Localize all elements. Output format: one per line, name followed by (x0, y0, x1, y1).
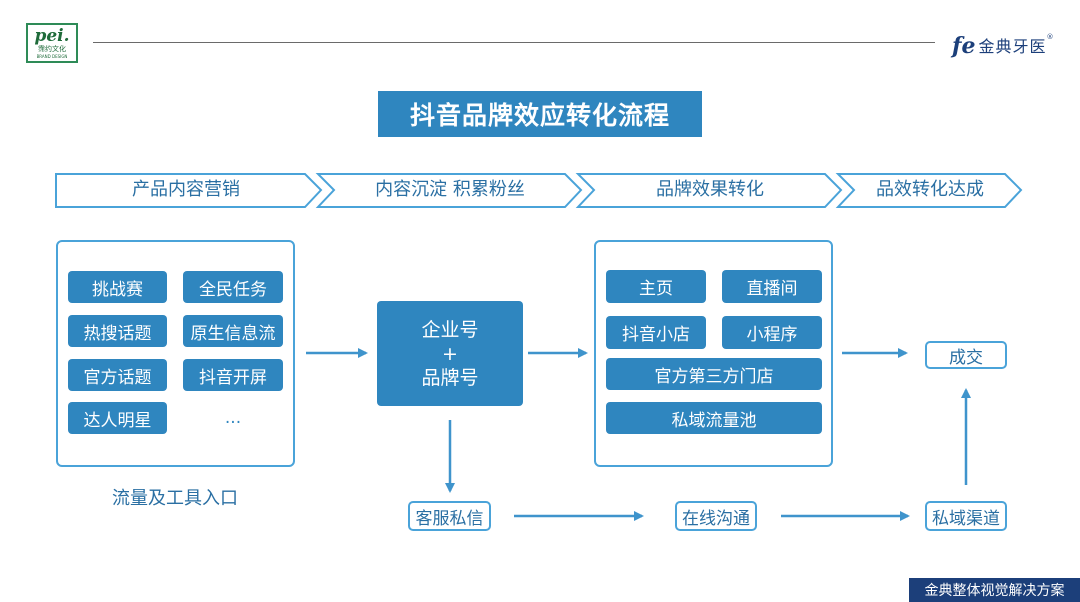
company-logo: pei. 霈约文化 BRAND DESIGN (26, 23, 78, 63)
deal-node: 成交 (925, 341, 1007, 369)
customer-service-node: 客服私信 (408, 501, 491, 531)
header-divider (93, 42, 935, 43)
enterprise-account-label: 企业号 (421, 318, 479, 341)
page-title: 抖音品牌效应转化流程 (378, 91, 702, 137)
item-homepage: 主页 (606, 270, 706, 303)
stage-chevron-1 (55, 173, 323, 208)
item-influencer: 达人明星 (68, 402, 167, 434)
item-challenge: 挑战赛 (68, 271, 167, 303)
plus-sign: + (442, 342, 458, 365)
brand-registered-mark: ® (1046, 33, 1054, 41)
logo-name: 霈约文化 (38, 44, 66, 53)
item-splash-screen: 抖音开屏 (183, 359, 283, 391)
footer-banner: 金典整体视觉解决方案 (909, 578, 1080, 602)
item-live-room: 直播间 (722, 270, 822, 303)
item-national-task: 全民任务 (183, 271, 283, 303)
brand-logo: fe 金典牙医 ® (952, 30, 1053, 58)
logo-mark: pei. (34, 25, 70, 46)
private-channel-node: 私域渠道 (925, 501, 1007, 531)
item-official-topic: 官方话题 (68, 359, 167, 391)
enterprise-brand-account: 企业号 + 品牌号 (377, 301, 523, 406)
stage-chevron-3 (575, 173, 843, 208)
item-native-feed: 原生信息流 (183, 315, 283, 347)
brand-name: 金典牙医 (978, 37, 1047, 56)
item-douyin-store: 抖音小店 (606, 316, 706, 349)
stage-chevron-4 (835, 173, 1023, 208)
item-more: ... (224, 408, 242, 428)
item-third-party-store: 官方第三方门店 (606, 358, 822, 390)
stage-label-4: 品效转化达成 (876, 179, 984, 200)
item-mini-program: 小程序 (722, 316, 822, 349)
logo-tagline: BRAND DESIGN (36, 53, 68, 59)
stage-label-1: 产品内容营销 (132, 179, 240, 200)
stage-label-2: 内容沉淀 积累粉丝 (375, 179, 525, 200)
left-panel-caption: 流量及工具入口 (112, 488, 238, 509)
brand-mark: fe (952, 33, 976, 59)
stage-label-3: 品牌效果转化 (656, 179, 764, 200)
item-private-traffic-pool: 私域流量池 (606, 402, 822, 434)
item-hot-search: 热搜话题 (68, 315, 167, 347)
stage-chevron-2 (315, 173, 583, 208)
brand-account-label: 品牌号 (421, 366, 479, 389)
online-chat-node: 在线沟通 (675, 501, 757, 531)
